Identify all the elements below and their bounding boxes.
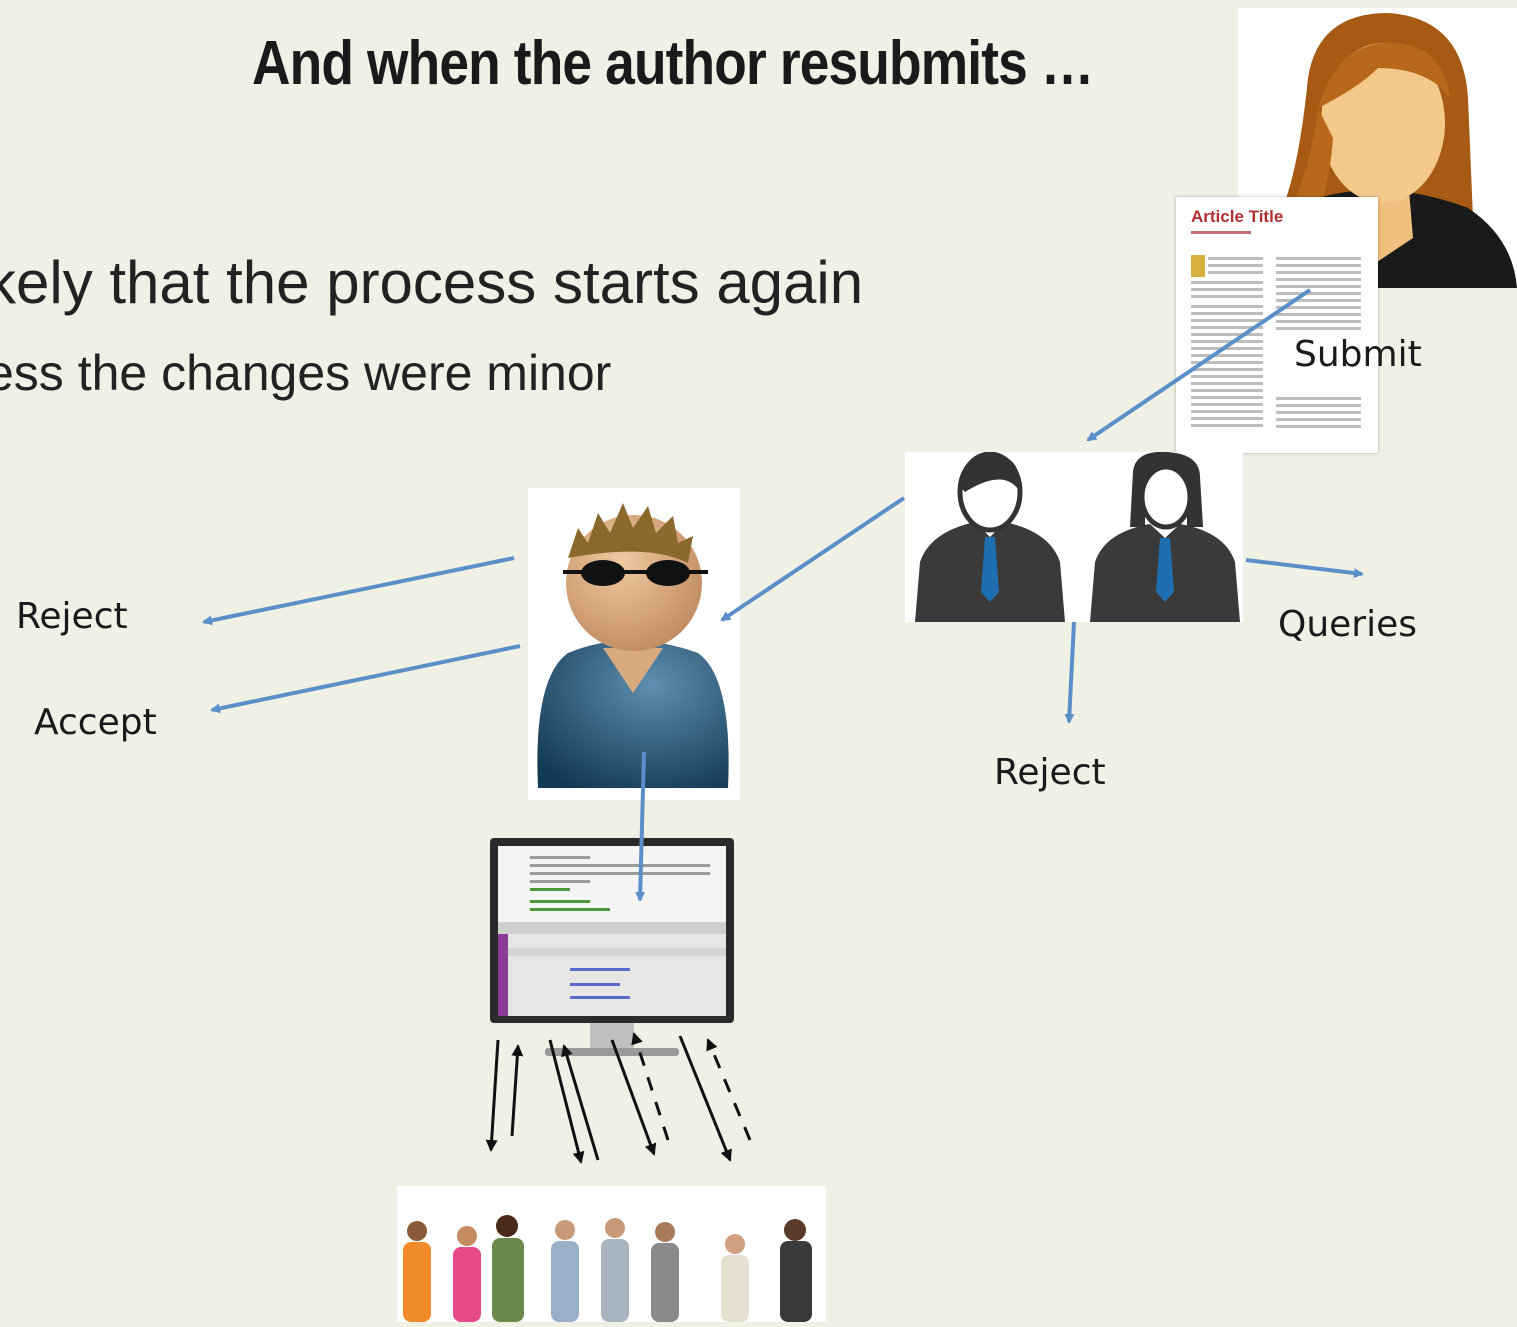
arrow-editors-to-reject	[1064, 621, 1076, 724]
monitor-manuscript-system-icon	[490, 838, 734, 1070]
arrow-editors-to-queries	[1245, 558, 1364, 579]
article-document: Article Title	[1176, 197, 1378, 453]
editors-pair-icon	[905, 451, 1243, 622]
arrow-reviewer-to-reject	[202, 556, 515, 626]
reviewer-sunglasses-icon	[528, 488, 740, 800]
reject-label-reviewer: Reject	[16, 596, 128, 637]
crowd-people	[403, 1215, 812, 1322]
review-exchange-arrows	[485, 1032, 752, 1164]
queries-label: Queries	[1278, 604, 1418, 645]
bullet-main: kely that the process starts again	[0, 249, 864, 316]
article-text-lines	[1191, 257, 1361, 428]
article-title: Article Title	[1191, 207, 1284, 226]
submit-label: Submit	[1294, 334, 1422, 375]
arrow-reviewer-to-accept	[210, 644, 521, 714]
bullet-sub: ess the changes were minor	[0, 345, 612, 401]
arrow-submit-to-editors	[1086, 288, 1312, 442]
arrow-editors-to-reviewer	[720, 496, 906, 622]
reject-label-editors: Reject	[994, 752, 1106, 793]
reviewer-crowd-icon	[397, 1186, 826, 1322]
accept-label: Accept	[34, 702, 157, 743]
arrow-reviewer-to-system	[635, 751, 646, 902]
slide-title: And when the author resubmits …	[252, 29, 1094, 98]
